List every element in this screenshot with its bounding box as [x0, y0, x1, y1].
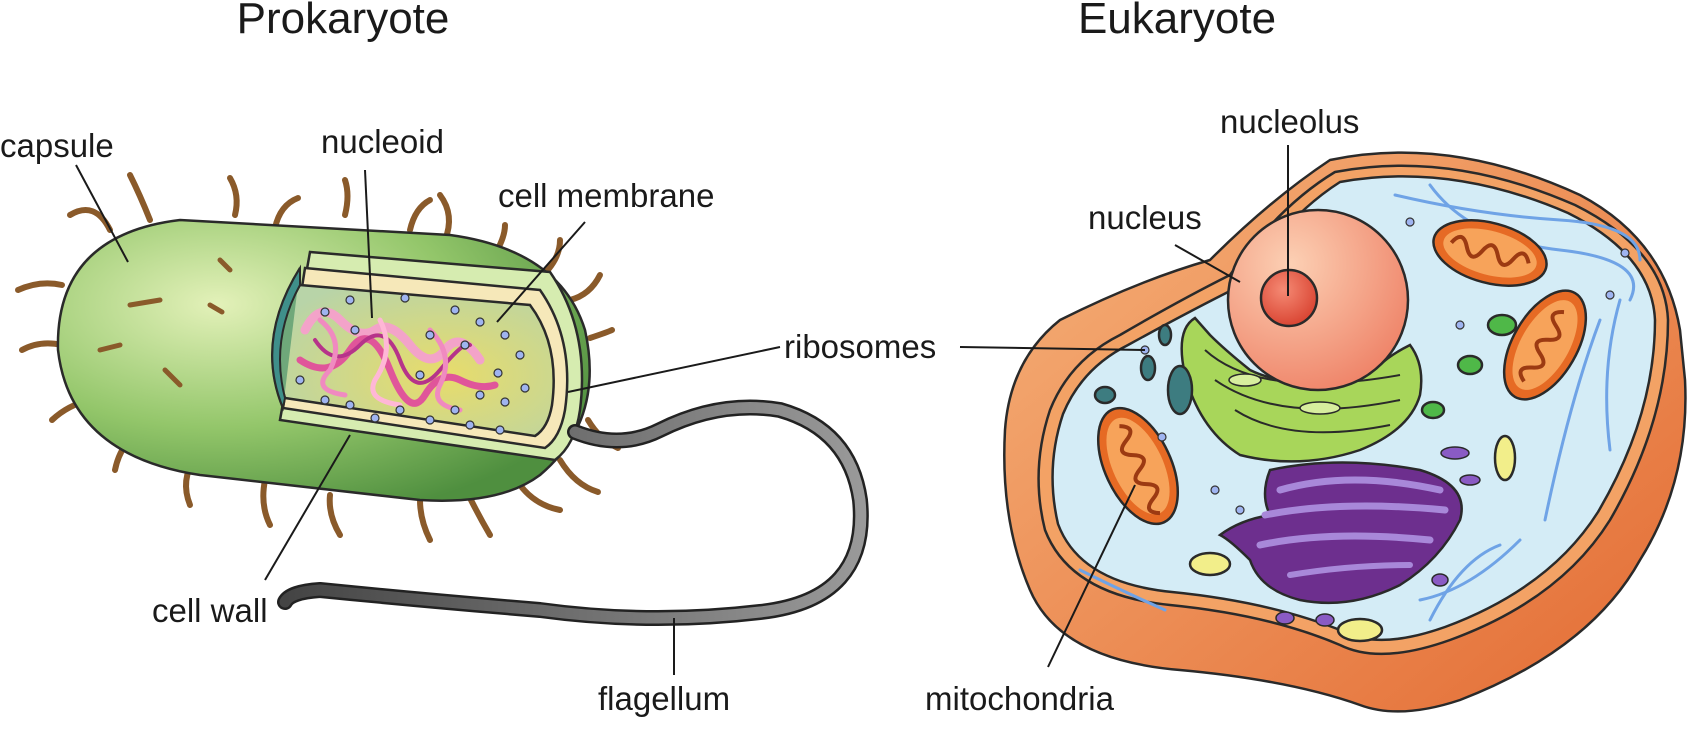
eukaryote-cell	[1003, 151, 1687, 713]
leader-lines	[75, 145, 1289, 675]
prokaryote-ribosomes	[295, 293, 530, 435]
golgi-apparatus	[1217, 446, 1481, 627]
label-ribosomes: ribosomes	[784, 328, 936, 365]
title-eukaryote: Eukaryote	[1078, 0, 1276, 43]
label-cell-wall: cell wall	[152, 592, 268, 629]
label-nucleolus: nucleolus	[1220, 103, 1359, 140]
title-prokaryote: Prokaryote	[237, 0, 450, 43]
pili	[15, 172, 621, 543]
label-nucleoid: nucleoid	[321, 123, 444, 160]
prokaryote-cell	[15, 172, 869, 627]
vesicles	[1093, 217, 1630, 643]
label-mitochondria: mitochondria	[925, 680, 1115, 717]
nucleoid-dna	[296, 307, 499, 413]
cytoskeleton	[1078, 183, 1642, 622]
label-cell-membrane: cell membrane	[498, 177, 714, 214]
label-flagellum: flagellum	[598, 680, 730, 717]
label-capsule: capsule	[0, 127, 114, 164]
label-nucleus: nucleus	[1088, 199, 1202, 236]
